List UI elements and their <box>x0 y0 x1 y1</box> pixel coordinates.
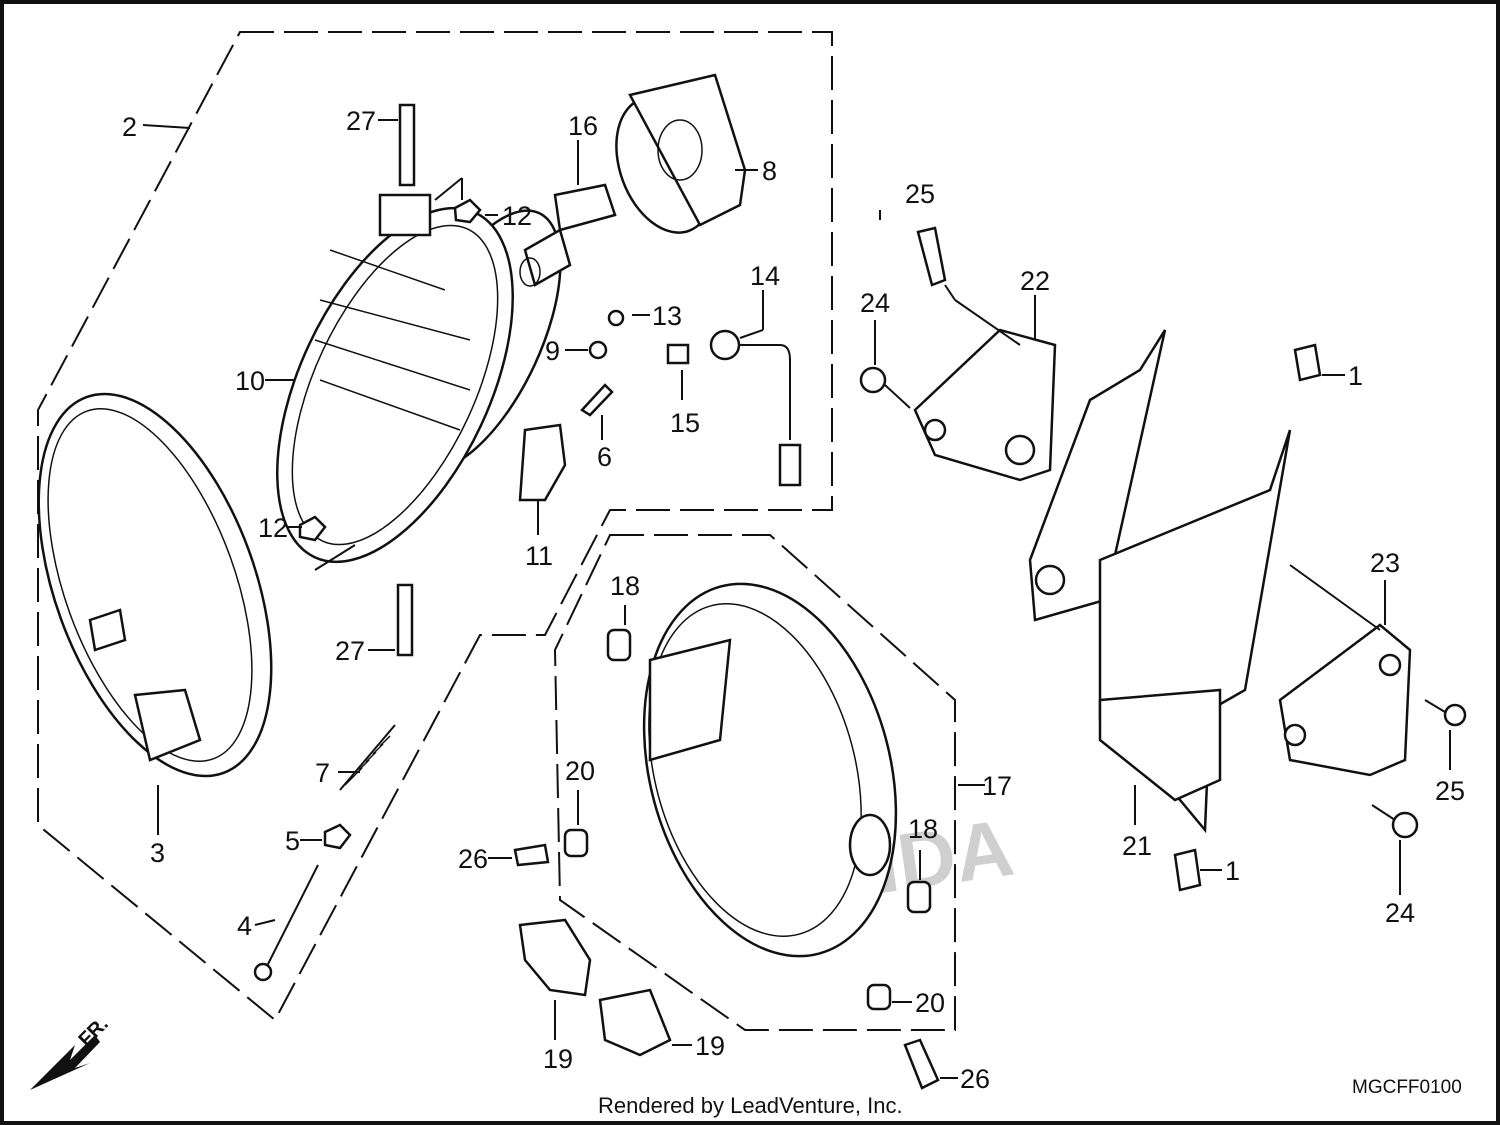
callout-25-top: 25 <box>905 179 935 209</box>
callout-24-bottom: 24 <box>1385 898 1415 928</box>
callout-14: 14 <box>750 261 780 291</box>
leader-lines <box>142 119 1451 1079</box>
socket-part <box>518 423 567 502</box>
callout-20-top: 20 <box>565 756 595 786</box>
callout-18-bottom: 18 <box>908 814 938 844</box>
callout-15: 15 <box>670 408 700 438</box>
callout-26-bottom: 26 <box>960 1064 990 1094</box>
headlight-rim-part <box>37 392 273 778</box>
callout-3: 3 <box>150 838 165 868</box>
callout-labels: 2 27 12 16 8 10 13 9 6 14 15 11 12 27 3 … <box>122 106 1465 1094</box>
callout-27-bottom: 27 <box>335 636 365 666</box>
render-credit: Rendered by LeadVenture, Inc. <box>598 1093 903 1118</box>
front-arrow-label: FR. <box>74 1013 112 1051</box>
callout-9: 9 <box>545 336 560 366</box>
callout-13: 13 <box>652 301 682 331</box>
callout-8: 8 <box>762 156 777 186</box>
callout-5: 5 <box>285 826 300 856</box>
callout-11: 11 <box>525 541 553 571</box>
callout-4: 4 <box>237 911 252 941</box>
callout-12-bottom: 12 <box>258 513 288 543</box>
callout-18-top: 18 <box>610 571 640 601</box>
case-group-outline <box>553 534 956 1031</box>
callout-1-bottom: 1 <box>1225 856 1240 886</box>
bulb-cover-part <box>615 73 747 234</box>
callout-12-top: 12 <box>502 201 532 231</box>
callout-20-bottom: 20 <box>915 988 945 1018</box>
callout-19-right: 19 <box>695 1031 725 1061</box>
small-hardware <box>253 103 625 982</box>
callout-25-bottom: 25 <box>1435 776 1465 806</box>
callout-1-top: 1 <box>1348 361 1363 391</box>
bulb-part <box>519 183 617 287</box>
headlight-group-outline <box>37 31 833 1022</box>
callout-19-left: 19 <box>543 1044 573 1074</box>
headlight-stay-parts <box>913 328 1412 834</box>
harness-part <box>666 329 802 487</box>
callout-17: 17 <box>982 771 1012 801</box>
callout-24-top: 24 <box>860 288 890 318</box>
callout-23: 23 <box>1370 548 1400 578</box>
callout-16: 16 <box>568 111 598 141</box>
callout-21: 21 <box>1122 831 1152 861</box>
clamp-parts <box>518 918 672 1057</box>
callout-6: 6 <box>597 442 612 472</box>
callout-27-top: 27 <box>346 106 376 136</box>
front-direction-arrow: FR. <box>30 1013 113 1090</box>
callout-22: 22 <box>1020 266 1050 296</box>
diagram-code: MGCFF0100 <box>1352 1077 1462 1098</box>
callout-7: 7 <box>315 758 330 788</box>
case-hardware <box>513 628 940 1090</box>
callout-2: 2 <box>122 112 137 142</box>
headlight-case-part <box>642 582 898 958</box>
callout-10: 10 <box>235 366 265 396</box>
stay-hardware <box>859 226 1467 892</box>
callout-26-top: 26 <box>458 844 488 874</box>
